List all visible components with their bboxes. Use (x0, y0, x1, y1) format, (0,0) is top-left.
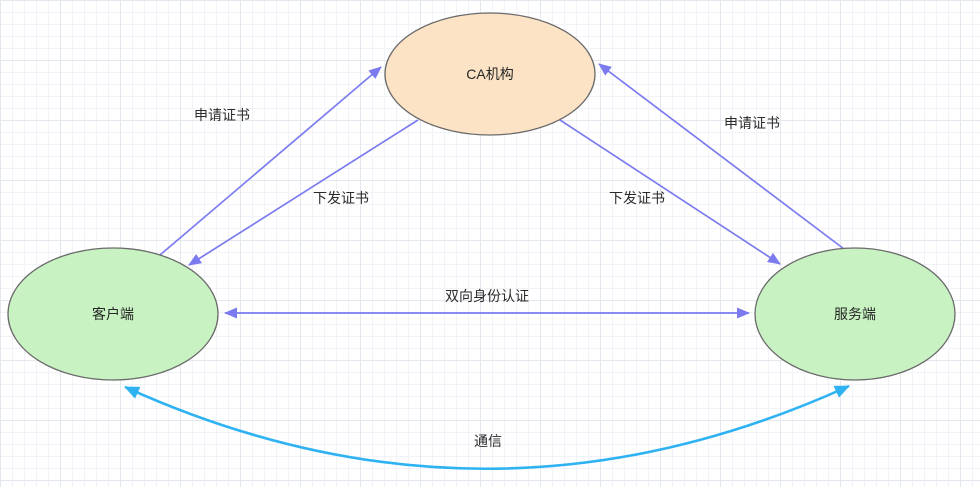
edge-issue-certificate-ca-to-server[interactable] (559, 119, 781, 265)
node-label-client: 客户端 (92, 306, 134, 322)
edge-label-issue-certificate-left: 下发证书 (313, 190, 369, 206)
edge-label-communication: 通信 (474, 433, 502, 449)
edge-apply-certificate-client-to-ca[interactable] (159, 66, 382, 256)
edge-issue-certificate-ca-to-client[interactable] (188, 119, 419, 266)
node-ca-authority[interactable] (384, 12, 596, 136)
node-label-server: 服务端 (834, 306, 876, 322)
edge-label-apply-certificate-right: 申请证书 (724, 115, 780, 131)
edge-label-mutual-authentication: 双向身份认证 (445, 288, 529, 304)
node-client[interactable] (7, 247, 219, 381)
edge-label-apply-certificate-left: 申请证书 (194, 107, 250, 123)
edge-label-issue-certificate-right: 下发证书 (609, 190, 665, 206)
edge-apply-certificate-server-to-ca[interactable] (598, 63, 849, 253)
node-label-ca: CA机构 (466, 66, 514, 82)
edge-communication-curve[interactable] (124, 384, 850, 471)
node-server[interactable] (754, 247, 956, 381)
